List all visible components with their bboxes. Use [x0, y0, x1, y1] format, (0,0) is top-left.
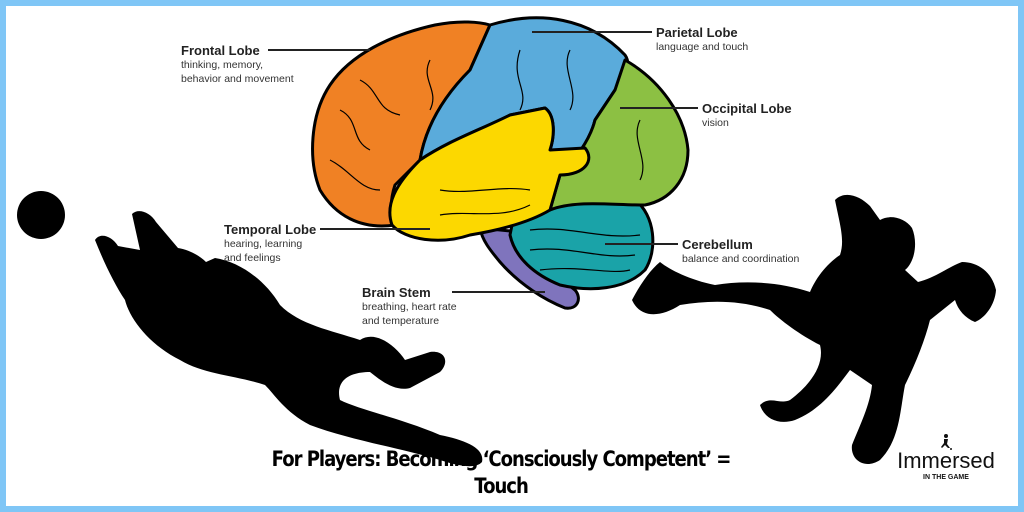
- player-logo-icon: [941, 434, 952, 450]
- label-brain-stem: Brain Stem breathing, heart rate and tem…: [362, 285, 457, 328]
- player-silhouette-right: [632, 194, 996, 465]
- label-title: Brain Stem: [362, 285, 431, 300]
- label-frontal-lobe: Frontal Lobe thinking, memory, behavior …: [181, 43, 294, 86]
- label-desc: and feelings: [224, 252, 281, 264]
- label-temporal-lobe: Temporal Lobe hearing, learning and feel…: [224, 222, 316, 265]
- label-desc: balance and coordination: [682, 253, 800, 265]
- headline-line-1: For Players: Becoming ‘Consciously Compe…: [271, 447, 732, 471]
- label-desc: language and touch: [656, 41, 749, 53]
- goalkeeper-silhouette-left: [95, 211, 483, 467]
- label-title: Temporal Lobe: [224, 222, 317, 237]
- label-title: Parietal Lobe: [656, 25, 738, 40]
- logo-tagline: IN THE GAME: [923, 474, 969, 481]
- label-desc: thinking, memory,: [181, 59, 264, 71]
- label-desc: and temperature: [362, 315, 440, 327]
- label-occipital-lobe: Occipital Lobe vision: [702, 101, 792, 130]
- ball: [17, 191, 65, 239]
- label-desc: vision: [702, 117, 729, 129]
- label-desc: hearing, learning: [224, 238, 303, 250]
- brand-logo: Immersed IN THE GAME: [896, 434, 996, 481]
- logo-name: Immersed: [897, 448, 995, 473]
- label-title: Occipital Lobe: [702, 101, 792, 116]
- temporal-lobe: [388, 106, 591, 242]
- leader-lines: [268, 31, 698, 293]
- headline: For Players: Becoming ‘Consciously Compe…: [247, 446, 754, 500]
- brain-diagram: [311, 16, 690, 310]
- label-title: Frontal Lobe: [181, 43, 260, 58]
- label-desc: behavior and movement: [181, 73, 294, 85]
- label-title: Cerebellum: [682, 237, 753, 252]
- headline-line-2: Touch: [474, 474, 529, 498]
- label-desc: breathing, heart rate: [362, 301, 457, 313]
- label-parietal-lobe: Parietal Lobe language and touch: [656, 25, 748, 54]
- label-cerebellum: Cerebellum balance and coordination: [682, 237, 799, 266]
